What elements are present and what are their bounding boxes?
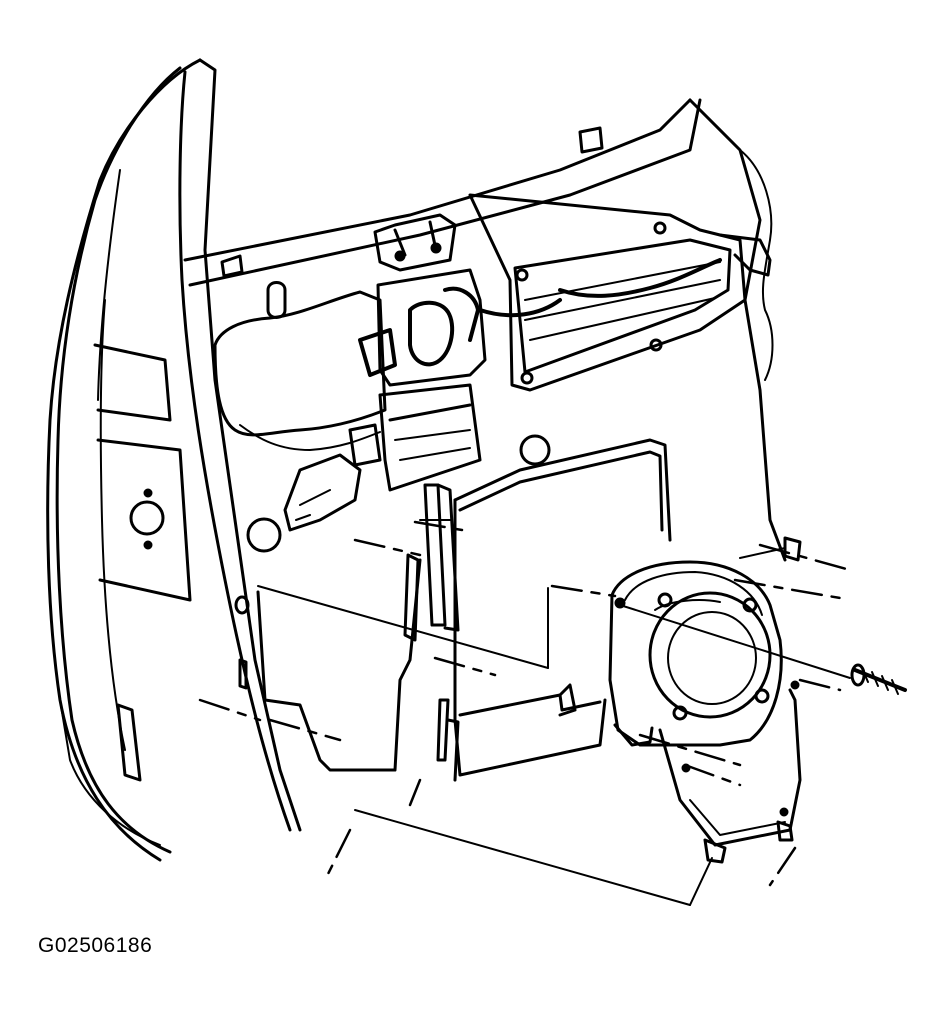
wire-harness xyxy=(213,290,387,532)
door-latch-assembly xyxy=(358,213,487,492)
window-regulator-rail xyxy=(468,193,772,392)
inner-door-panel xyxy=(183,98,787,772)
speaker-opening-panel xyxy=(453,438,672,777)
figure-code-label: G02506186 xyxy=(38,934,153,957)
door-frame xyxy=(46,58,302,862)
alignment-dashed-lines xyxy=(198,520,852,887)
speaker-assembly xyxy=(608,560,783,747)
leader-lines xyxy=(257,585,851,906)
speaker-screw xyxy=(850,663,907,695)
